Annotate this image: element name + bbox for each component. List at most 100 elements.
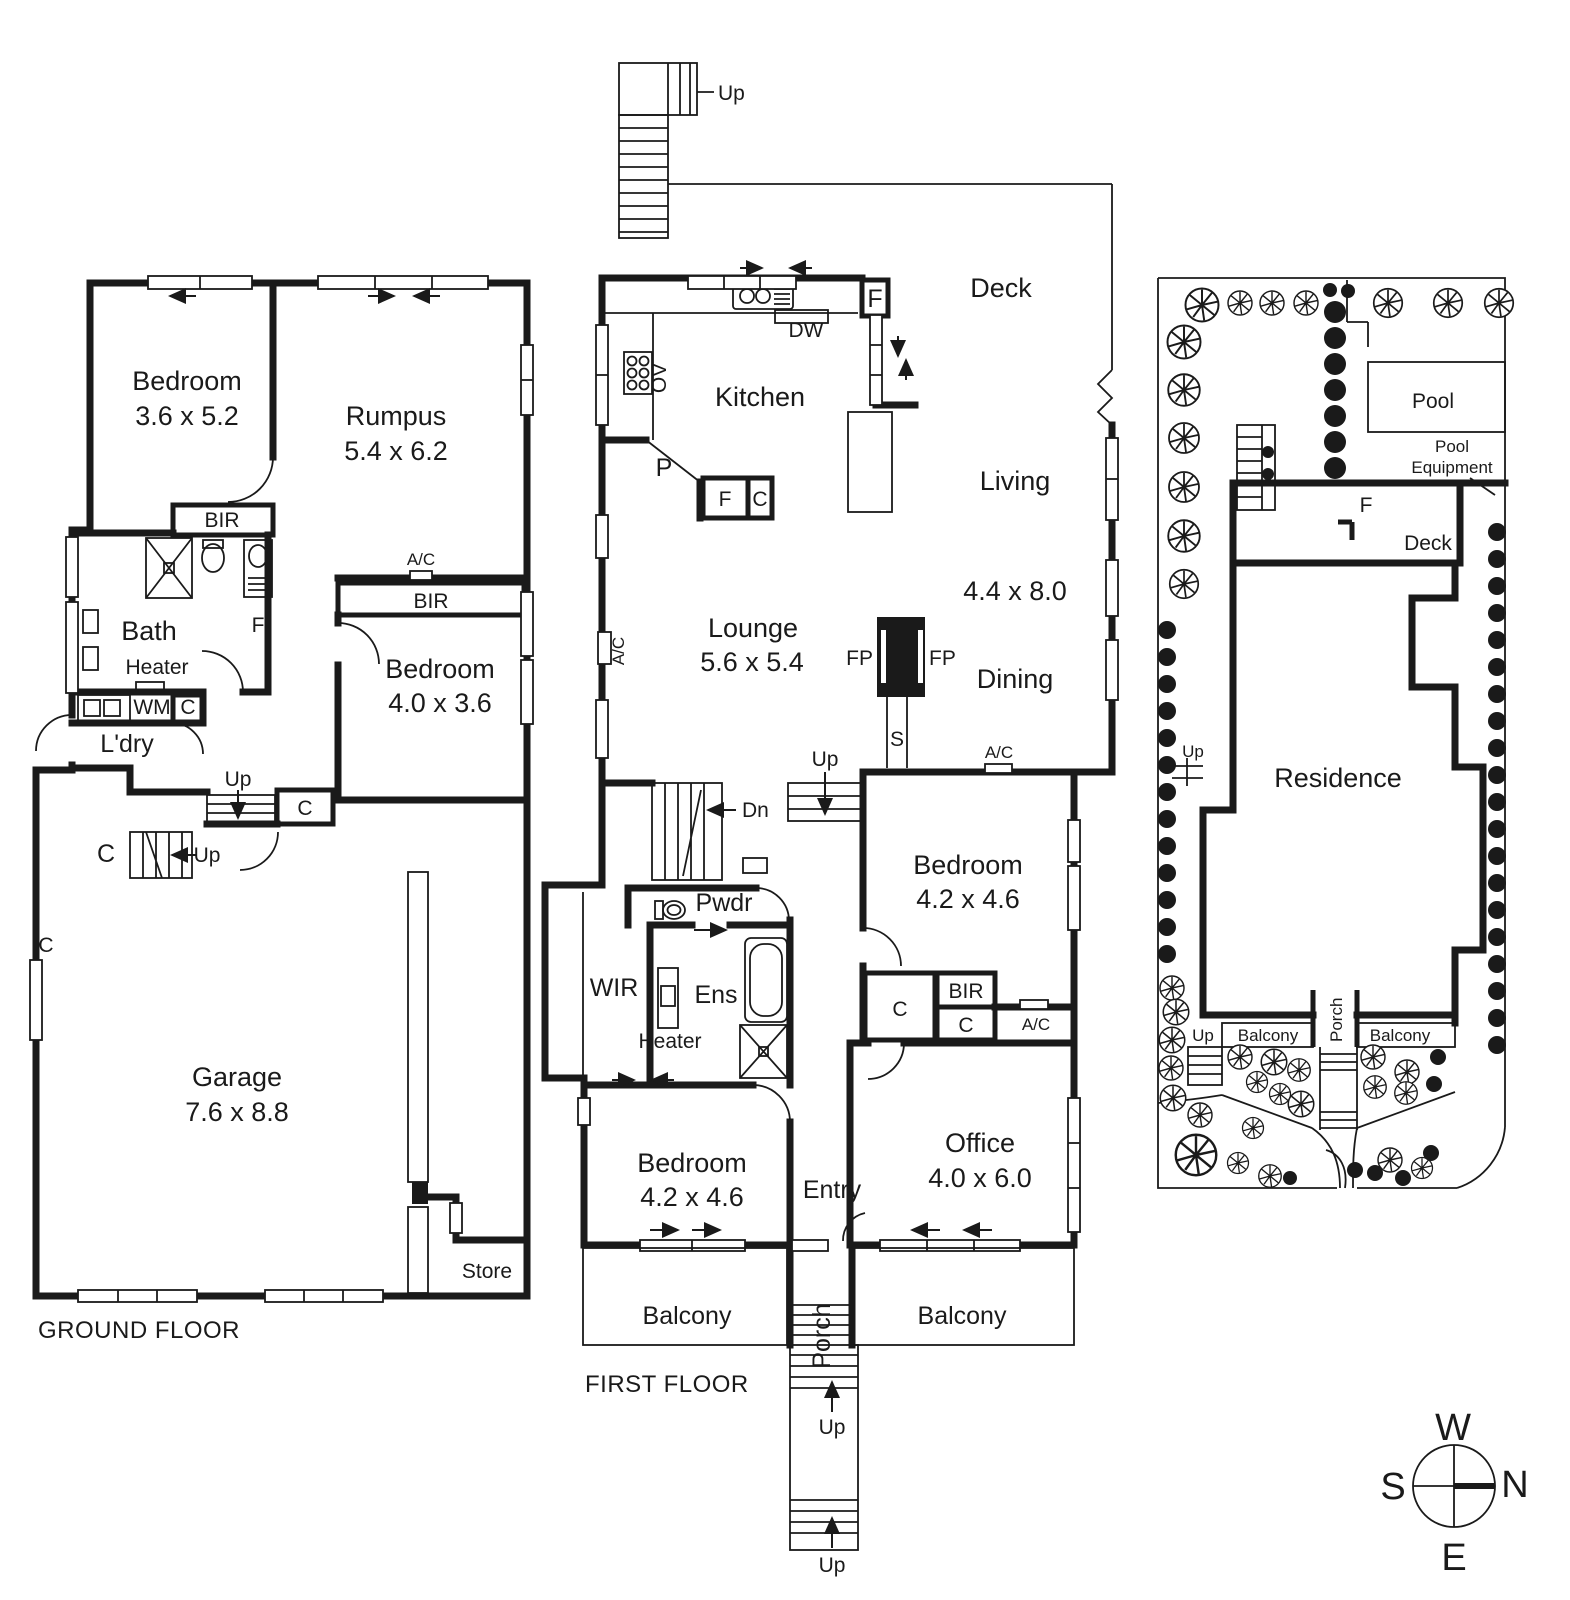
label-balcony-right-ff: Balcony <box>918 1302 1007 1330</box>
label-c-bed-a: C <box>892 998 907 1021</box>
label-down: Dn <box>742 799 769 822</box>
ground-windows <box>29 275 534 1303</box>
fireplace-icon <box>877 617 925 768</box>
powder-toilet-icon <box>654 900 686 920</box>
ens-shower-icon <box>739 1024 788 1079</box>
dims-lounge: 5.6 x 5.4 <box>700 647 804 677</box>
label-fridge-ground: F <box>252 614 265 637</box>
label-porch-site: Porch <box>1327 998 1346 1042</box>
first-floor-arrows <box>612 260 992 1238</box>
ground-door-arcs <box>35 456 380 871</box>
label-entry: Entry <box>803 1176 862 1204</box>
label-dining: Dining <box>977 664 1054 694</box>
residence-walls <box>1199 479 1509 1027</box>
label-wm: WM <box>133 696 170 719</box>
label-fp-left: FP <box>846 647 873 670</box>
pool-equipment-leader <box>1469 477 1496 496</box>
shower-icon <box>145 537 193 599</box>
heater-ens-icon <box>657 967 679 1029</box>
down-stairs <box>651 782 768 881</box>
label-wir: WIR <box>590 974 639 1002</box>
first-floor-title: FIRST FLOOR <box>585 1371 749 1398</box>
label-kitchen: Kitchen <box>715 382 805 412</box>
site-up-path-steps <box>1172 758 1203 786</box>
garden-path-edges <box>1157 1091 1456 1189</box>
label-deck-site: Deck <box>1404 532 1452 555</box>
dims-bedroom4: 4.2 x 4.6 <box>640 1182 744 1212</box>
heater-ground-icon <box>135 681 165 692</box>
label-balcony-left-ff: Balcony <box>643 1302 732 1330</box>
deck-edge <box>668 183 1114 426</box>
label-cupboard-kitchen: C <box>752 488 767 511</box>
label-up-stairs: Up <box>194 844 221 867</box>
label-garage: Garage <box>192 1062 282 1092</box>
label-up-steps-mid: Up <box>819 1416 846 1439</box>
label-pool: Pool <box>1412 390 1454 413</box>
balconies-porch <box>582 1247 1075 1346</box>
site-balconies <box>1187 1022 1456 1086</box>
top-stairs <box>618 62 714 239</box>
label-bath: Bath <box>121 616 177 646</box>
label-bedroom1: Bedroom <box>132 366 242 396</box>
label-balcony-right-site: Balcony <box>1370 1026 1431 1045</box>
label-c-bed-b: C <box>958 1014 973 1037</box>
first-floor-plan: Up Deck F DW OV Kitchen P F C Living 4.4… <box>541 62 1119 1577</box>
label-rumpus: Rumpus <box>346 401 447 431</box>
label-c-stairs: C <box>97 840 115 868</box>
label-fp-right: FP <box>929 647 956 670</box>
label-bedroom3: Bedroom <box>913 850 1023 880</box>
label-up-deck: Up <box>812 748 839 771</box>
first-floor-door-arcs <box>752 887 905 1242</box>
washing-machine-icon <box>77 694 131 722</box>
label-office: Office <box>945 1128 1015 1158</box>
shrub-hedges <box>1158 283 1506 1186</box>
label-up-top: Up <box>718 82 745 105</box>
dims-bedroom3: 4.2 x 4.6 <box>916 884 1020 914</box>
label-dishwasher: DW <box>789 319 824 342</box>
bathtub-icon <box>744 937 788 1023</box>
label-up-path: Up <box>1182 742 1204 761</box>
c-hall-box <box>274 787 336 827</box>
label-heater-ground: Heater <box>125 656 188 679</box>
label-ac-lounge: A/C <box>609 637 628 665</box>
compass-north: N <box>1501 1464 1528 1506</box>
label-lounge: Lounge <box>708 613 798 643</box>
dishwasher-icon <box>774 309 829 324</box>
label-pantry: P <box>656 454 673 482</box>
label-residence: Residence <box>1274 763 1402 793</box>
compass-rose: W S N E <box>1380 1407 1528 1579</box>
ground-floor-title: GROUND FLOOR <box>38 1317 240 1344</box>
dims-rumpus: 5.4 x 6.2 <box>344 436 448 466</box>
label-ensuite: Ens <box>694 981 737 1009</box>
cooktop-icon <box>623 351 653 395</box>
label-store: Store <box>462 1260 512 1283</box>
up-deck-stairs <box>787 772 864 822</box>
vanity-icon <box>243 539 273 598</box>
kitchen-counter-lines <box>604 312 858 440</box>
label-bir3: BIR <box>948 980 983 1003</box>
label-bir1: BIR <box>204 509 239 532</box>
dims-bedroom2: 4.0 x 3.6 <box>388 688 492 718</box>
label-pool-equipment-2: Equipment <box>1411 458 1493 477</box>
first-floor-windows <box>577 275 1119 1252</box>
label-bedroom2: Bedroom <box>385 654 495 684</box>
pantry-diagonal <box>645 439 701 483</box>
label-bir2: BIR <box>413 590 448 613</box>
label-up-hall: Up <box>225 768 252 791</box>
label-laundry: L'dry <box>100 730 154 758</box>
c-bed-b-box <box>934 1004 998 1043</box>
label-living: Living <box>980 466 1051 496</box>
label-up-steps-bottom: Up <box>819 1554 846 1577</box>
label-ac-dining: A/C <box>985 743 1013 762</box>
site-boundary <box>1157 277 1506 1189</box>
compass-west: W <box>1435 1407 1471 1449</box>
toilet-icon <box>201 539 225 573</box>
site-porch-steps <box>1319 1047 1358 1130</box>
label-ac-ground: A/C <box>407 550 435 569</box>
label-fridge-top: F <box>867 285 882 313</box>
label-c-wall: C <box>38 934 53 957</box>
label-fridge2: F <box>719 488 732 511</box>
label-balcony-left-site: Balcony <box>1238 1026 1299 1045</box>
label-up-balcony: Up <box>1192 1026 1214 1045</box>
